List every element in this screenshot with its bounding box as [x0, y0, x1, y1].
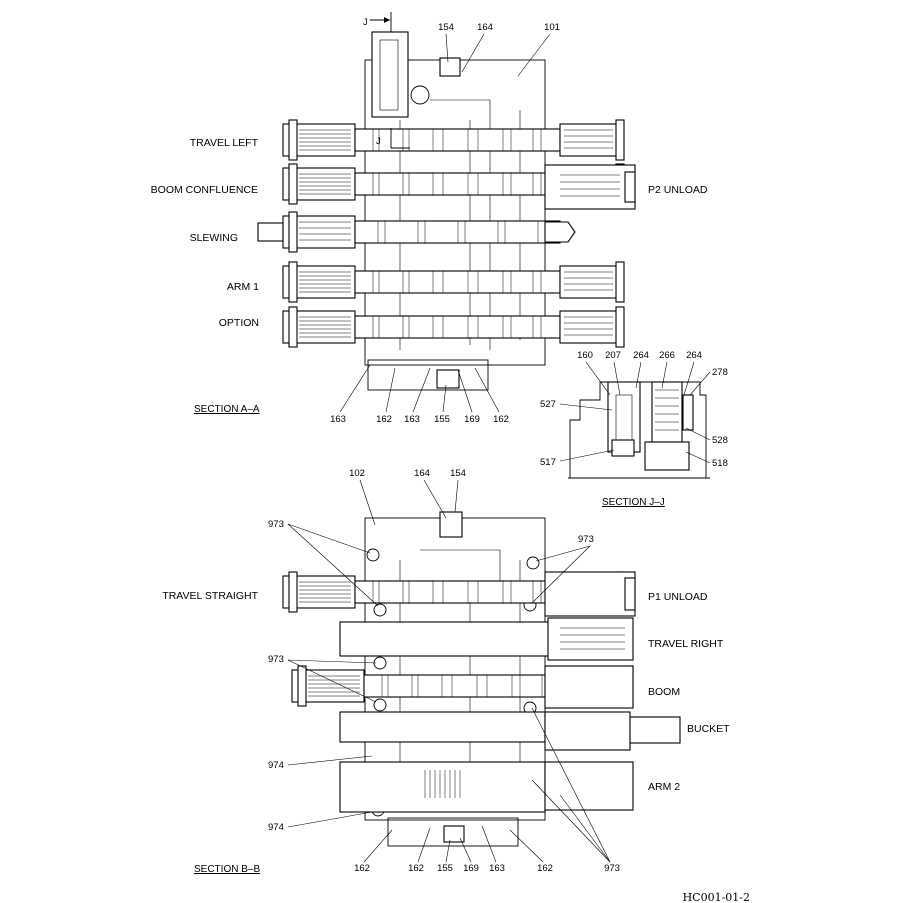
callout-aa-162a: 162: [376, 414, 392, 425]
section-bb-drawing: [282, 511, 681, 847]
callout-jj-528: 528: [712, 435, 728, 446]
section-jj-title: SECTION J–J: [602, 497, 665, 508]
callout-aa-164: 164: [477, 22, 493, 33]
section-aa-drawing: [257, 12, 636, 391]
callout-jj-207: 207: [605, 350, 621, 361]
callout-bb-973-right: 973: [578, 534, 594, 545]
callout-aa-155: 155: [434, 414, 450, 425]
label-arm-2: ARM 2: [648, 781, 680, 793]
callout-bb-974-a: 974: [268, 760, 284, 771]
callout-bb-973-left-a: 973: [268, 519, 284, 530]
callout-aa-bottom-leaders: [339, 364, 500, 413]
callout-aa-top-leaders: [445, 33, 551, 77]
drawing-code: HC001-01-2: [683, 891, 750, 903]
section-bb-title: SECTION B–B: [194, 864, 260, 875]
callout-bb-163: 163: [489, 863, 505, 874]
callout-bb-169: 169: [463, 863, 479, 874]
callout-aa-163b: 163: [404, 414, 420, 425]
label-boom: BOOM: [648, 686, 680, 698]
callout-bb-164: 164: [414, 468, 430, 479]
marker-j-bottom: J: [376, 136, 381, 147]
marker-j-top: J: [363, 17, 368, 28]
callout-jj-leaders: [559, 361, 711, 464]
callout-bb-102: 102: [349, 468, 365, 479]
callout-bb-973-left-b: 973: [268, 654, 284, 665]
callout-aa-163a: 163: [330, 414, 346, 425]
section-aa-title: SECTION A–A: [194, 404, 260, 415]
label-travel-straight: TRAVEL STRAIGHT: [162, 590, 258, 602]
label-slewing: SLEWING: [190, 232, 238, 244]
callout-bb-162a: 162: [354, 863, 370, 874]
callout-bb-bottom-leaders: [363, 707, 611, 863]
label-bucket: BUCKET: [687, 723, 730, 735]
label-travel-left: TRAVEL LEFT: [190, 137, 259, 149]
callout-aa-101: 101: [544, 22, 560, 33]
callout-jj-527: 527: [540, 399, 556, 410]
callout-bb-side-leaders: [287, 523, 591, 828]
callout-bb-top-leaders: [359, 479, 459, 526]
callout-bb-974-b: 974: [268, 822, 284, 833]
label-boom-confluence: BOOM CONFLUENCE: [151, 184, 258, 196]
callout-bb-973-bottom: 973: [604, 863, 620, 874]
callout-jj-517: 517: [540, 457, 556, 468]
callout-jj-518: 518: [712, 458, 728, 469]
callout-jj-264a: 264: [633, 350, 649, 361]
section-jj-drawing: [568, 381, 710, 479]
callout-jj-264b: 264: [686, 350, 702, 361]
label-arm-1: ARM 1: [227, 281, 259, 293]
callout-aa-169: 169: [464, 414, 480, 425]
label-p1-unload: P1 UNLOAD: [648, 591, 708, 603]
callout-jj-278: 278: [712, 367, 728, 378]
label-p2-unload: P2 UNLOAD: [648, 184, 708, 196]
callout-aa-154: 154: [438, 22, 454, 33]
callout-jj-266: 266: [659, 350, 675, 361]
callout-bb-154: 154: [450, 468, 466, 479]
label-option: OPTION: [219, 317, 259, 329]
callout-jj-160: 160: [577, 350, 593, 361]
callout-bb-155: 155: [437, 863, 453, 874]
callout-aa-162b: 162: [493, 414, 509, 425]
callout-bb-162c: 162: [537, 863, 553, 874]
callout-bb-162b: 162: [408, 863, 424, 874]
label-travel-right: TRAVEL RIGHT: [648, 638, 724, 650]
